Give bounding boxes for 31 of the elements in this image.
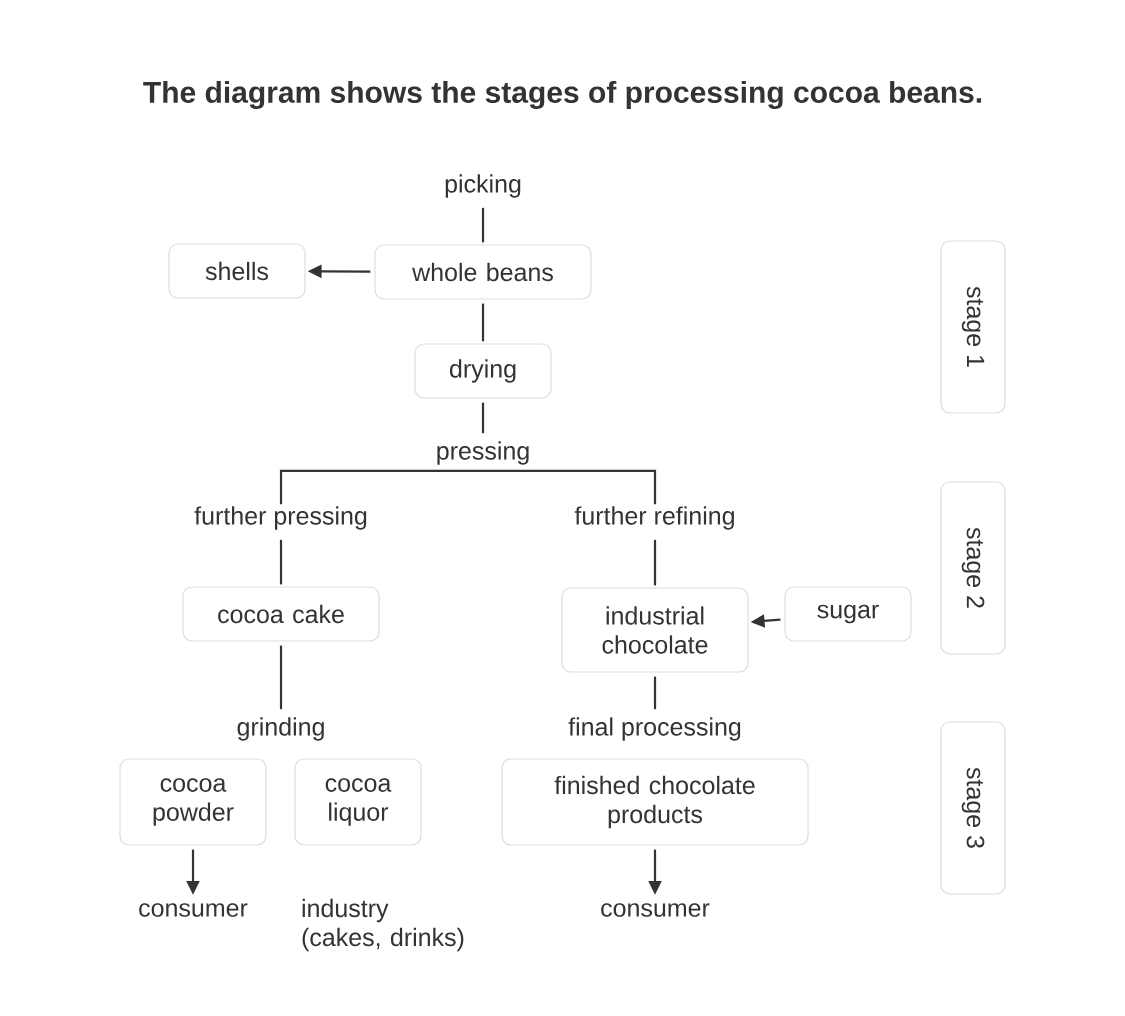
connector-line (279, 469, 483, 505)
step-label: picking (445, 174, 521, 198)
step-label: consumer (601, 903, 710, 917)
process-box: cocoa liquor (294, 758, 422, 846)
stage-box: stage 1 (940, 240, 1006, 414)
connector-line (653, 676, 657, 710)
step-label: consumer (139, 903, 248, 917)
connector-line (481, 303, 485, 342)
stage-box: stage 3 (940, 721, 1006, 895)
step-label: further pressing (194, 506, 367, 530)
step-label: further refining (574, 506, 734, 530)
step-label: grinding (237, 717, 324, 741)
process-box: industrial chocolate (561, 587, 749, 673)
title: The diagram shows the stages of processing cocoa beans. (143, 80, 981, 110)
step-label: final processing (568, 717, 741, 741)
step-label: pressing (437, 441, 529, 465)
process-box: finished chocolate products (501, 758, 809, 846)
connector-line (279, 539, 283, 585)
process-box: cocoa cake (182, 586, 380, 642)
connector-line (481, 402, 485, 434)
process-box: sugar (784, 586, 912, 642)
step-label: industry (cakes, drinks) (302, 898, 464, 952)
connector-line (653, 539, 657, 586)
process-box: cocoa powder (119, 758, 267, 846)
stage-box: stage 2 (940, 481, 1006, 655)
connector-line (483, 469, 657, 505)
process-box: whole beans (374, 244, 592, 300)
connector-line (481, 207, 485, 243)
process-box: drying (414, 343, 552, 399)
connector-line (279, 645, 283, 710)
process-box: shells (168, 243, 306, 299)
